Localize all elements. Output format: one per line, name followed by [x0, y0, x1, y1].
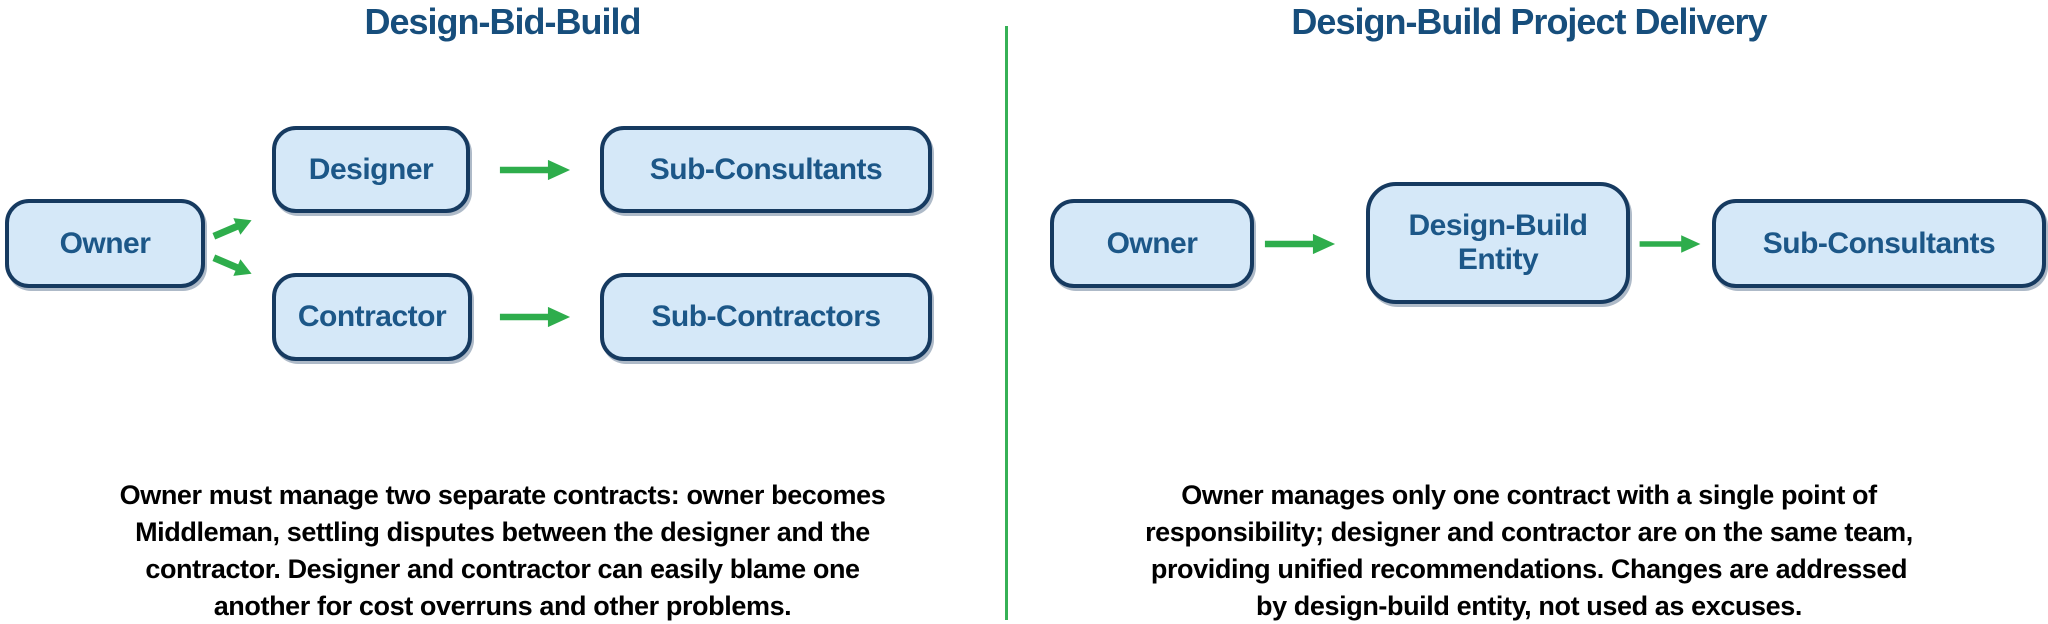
- right-owner-node: Owner: [1050, 199, 1254, 288]
- divider-line: [1005, 26, 1008, 620]
- description-line: contractor. Designer and contractor can …: [145, 554, 860, 584]
- arrow-right-icon: [498, 158, 572, 182]
- left-owner-node: Owner: [5, 199, 205, 288]
- arrow-right-icon: [498, 305, 572, 329]
- description-line: Middleman, settling disputes between the…: [135, 517, 870, 547]
- arrow-right-icon: [1638, 232, 1702, 256]
- description-line: Owner must manage two separate contracts…: [119, 480, 886, 510]
- design-build-entity-node: Design-Build Entity: [1366, 182, 1630, 304]
- arrow-down-right-icon: [208, 248, 256, 284]
- description-line: Owner manages only one contract with a s…: [1181, 480, 1877, 510]
- left-panel-description: Owner must manage two separate contracts…: [0, 477, 1005, 624]
- contractor-node: Contractor: [272, 273, 472, 361]
- right-panel-description: Owner manages only one contract with a s…: [1010, 477, 2048, 624]
- description-line: responsibility; designer and contractor …: [1145, 517, 1913, 547]
- designer-node: Designer: [272, 126, 470, 213]
- description-line: by design-build entity, not used as excu…: [1255, 591, 1803, 621]
- description-line: another for cost overruns and other prob…: [213, 591, 792, 621]
- left-sub-consultants-node: Sub-Consultants: [600, 126, 932, 213]
- right-panel-title: Design-Build Project Delivery: [1291, 1, 1767, 42]
- arrow-right-icon: [1262, 232, 1338, 256]
- arrow-up-right-icon: [208, 211, 256, 247]
- sub-contractors-node: Sub-Contractors: [600, 273, 932, 361]
- left-panel-title: Design-Bid-Build: [364, 1, 642, 42]
- right-sub-consultants-node: Sub-Consultants: [1712, 199, 2046, 288]
- description-line: providing unified recommendations. Chang…: [1150, 554, 1908, 584]
